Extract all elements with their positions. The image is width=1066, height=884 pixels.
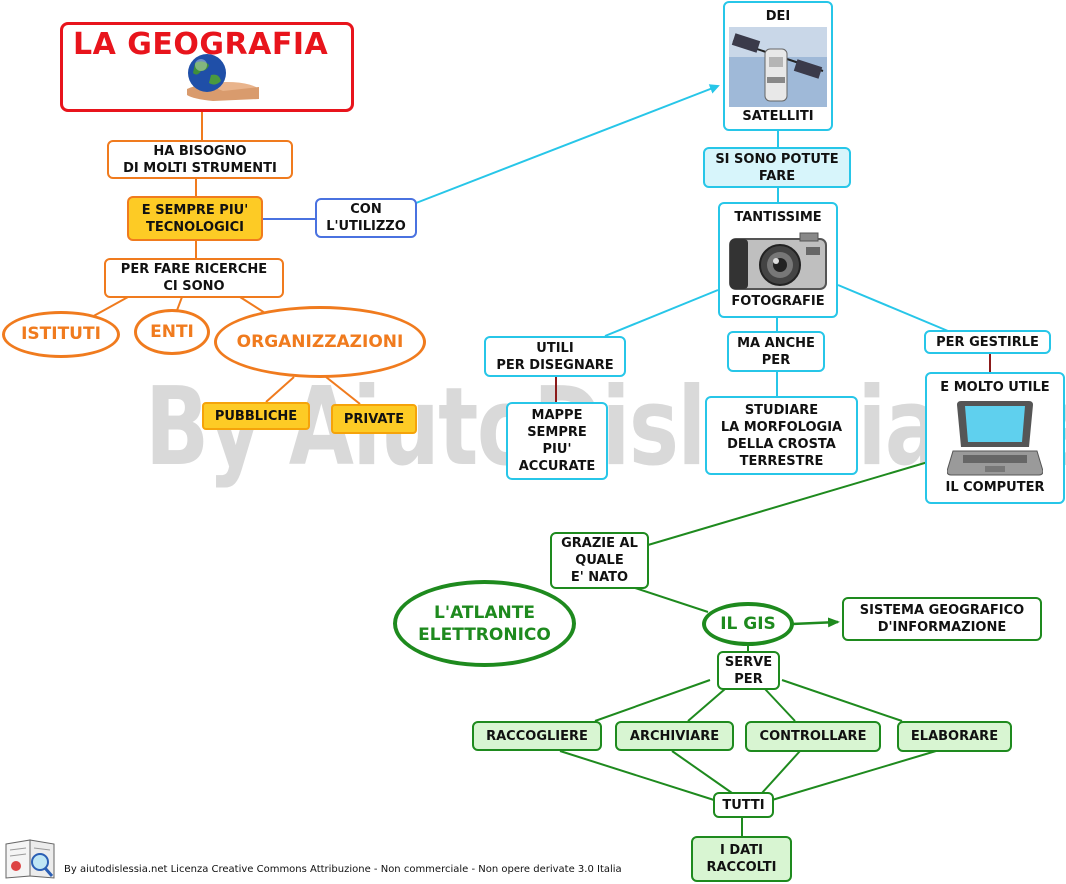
node-satelliti: DEI SATELLITI: [723, 1, 833, 131]
node-atlante-elettronico: L'ATLANTE ELETTRONICO: [393, 580, 576, 667]
node-raccogliere-label: RACCOGLIERE: [486, 728, 588, 744]
node-si-sono-potute-label: SI SONO POTUTE FARE: [715, 151, 839, 184]
node-per-fare-ricerche: PER FARE RICERCHE CI SONO: [104, 258, 284, 298]
node-sempre-tecnologici-label: E SEMPRE PIU' TECNOLOGICI: [141, 202, 249, 235]
node-il-gis: IL GIS: [702, 602, 794, 646]
node-tantissime-label: TANTISSIME: [734, 210, 822, 225]
link-organizzazioni-to-private: [325, 376, 361, 405]
node-elaborare: ELABORARE: [897, 721, 1012, 752]
node-enti: ENTI: [134, 309, 210, 355]
link-fotografie-to-per-gestirle: [837, 284, 949, 332]
link-raccogliere-to-tutti: [559, 750, 715, 801]
node-e-molto-utile-label: E MOLTO UTILE: [940, 380, 1050, 395]
title-box: LA GEOGRAFIA: [60, 22, 354, 112]
node-mappe-accurate: MAPPE SEMPRE PIU' ACCURATE: [506, 402, 608, 480]
node-enti-label: ENTI: [150, 321, 194, 342]
link-elaborare-to-tutti: [771, 750, 937, 801]
node-controllare: CONTROLLARE: [745, 721, 881, 752]
link-per-fare-to-istituti: [89, 296, 129, 319]
node-fotografie-label: FOTOGRAFIE: [731, 294, 825, 309]
node-il-gis-label: IL GIS: [720, 614, 776, 634]
node-sempre-tecnologici: E SEMPRE PIU' TECNOLOGICI: [127, 196, 263, 241]
node-utili-disegnare: UTILI PER DISEGNARE: [484, 336, 626, 377]
node-private-label: PRIVATE: [343, 411, 405, 427]
node-il-computer-label: IL COMPUTER: [945, 480, 1045, 495]
license-footer: By aiutodislessia.net Licenza Creative C…: [64, 864, 622, 875]
link-serve-to-archiviare: [687, 688, 726, 722]
node-pubbliche-label: PUBBLICHE: [214, 408, 298, 424]
node-istituti: ISTITUTI: [2, 311, 120, 358]
node-per-gestirle-label: PER GESTIRLE: [936, 334, 1039, 350]
node-serve-per: SERVE PER: [717, 651, 780, 690]
node-ma-anche-per: MA ANCHE PER: [727, 331, 825, 372]
node-sistema-geografico-label: SISTEMA GEOGRAFICO D'INFORMAZIONE: [859, 603, 1025, 635]
link-con-utilizzo-to-satelliti: [415, 84, 720, 204]
node-archiviare-label: ARCHIVIARE: [629, 728, 720, 744]
node-private: PRIVATE: [331, 404, 417, 434]
link-gis-to-sistema: [791, 617, 840, 628]
node-studiare-morfologia: STUDIARE LA MORFOLOGIA DELLA CROSTA TERR…: [705, 396, 858, 475]
node-per-fare-ricerche-label: PER FARE RICERCHE CI SONO: [120, 262, 268, 294]
book-magnifier-icon: [5, 839, 55, 879]
node-mappe-accurate-label: MAPPE SEMPRE PIU' ACCURATE: [518, 408, 596, 474]
node-tutti-label: TUTTI: [722, 797, 765, 813]
node-fotografie: TANTISSIME FOTOGRAFIE: [718, 202, 838, 318]
link-organizzazioni-to-pubbliche: [265, 376, 295, 403]
node-computer: E MOLTO UTILE IL COMPUTER: [925, 372, 1065, 504]
node-istituti-label: ISTITUTI: [21, 324, 101, 344]
node-organizzazioni-label: ORGANIZZAZIONI: [236, 331, 404, 352]
node-controllare-label: CONTROLLARE: [759, 729, 867, 744]
node-per-gestirle: PER GESTIRLE: [924, 330, 1051, 354]
node-i-dati-raccolti: I DATI RACCOLTI: [691, 836, 792, 882]
node-si-sono-potute: SI SONO POTUTE FARE: [703, 147, 851, 188]
node-ma-anche-per-label: MA ANCHE PER: [737, 335, 815, 368]
node-serve-per-label: SERVE PER: [724, 654, 773, 687]
node-atlante-elettronico-label: L'ATLANTE ELETTRONICO: [418, 602, 551, 645]
node-grazie-al-quale-label: GRAZIE AL QUALE E' NATO: [561, 536, 638, 585]
node-tutti: TUTTI: [713, 792, 774, 818]
node-sistema-geografico: SISTEMA GEOGRAFICO D'INFORMAZIONE: [842, 597, 1042, 641]
node-pubbliche: PUBBLICHE: [202, 402, 310, 430]
node-raccogliere: RACCOGLIERE: [472, 721, 602, 751]
node-utili-disegnare-label: UTILI PER DISEGNARE: [496, 340, 614, 373]
link-computer-to-grazie: [647, 461, 929, 546]
node-elaborare-label: ELABORARE: [910, 729, 999, 744]
node-grazie-al-quale: GRAZIE AL QUALE E' NATO: [550, 532, 649, 589]
satellite-icon: [729, 26, 827, 107]
link-archiviare-to-tutti: [671, 750, 733, 794]
node-con-utilizzo: CON L'UTILIZZO: [315, 198, 417, 238]
link-serve-to-controllare: [764, 688, 796, 722]
globe-in-hand-icon: [187, 54, 259, 101]
node-con-utilizzo-label: CON L'UTILIZZO: [326, 202, 406, 234]
link-serve-to-raccogliere: [594, 679, 711, 722]
node-archiviare: ARCHIVIARE: [615, 721, 734, 751]
link-per-fare-to-organizzazioni: [239, 296, 266, 314]
link-fotografie-to-utili: [604, 289, 719, 337]
node-ha-bisogno-label: HA BISOGNO DI MOLTI STRUMENTI: [123, 143, 277, 176]
link-controllare-to-tutti: [761, 750, 801, 794]
node-satelliti-label: SATELLITI: [742, 109, 814, 124]
camera-icon: [729, 232, 827, 290]
link-serve-to-elaborare: [781, 679, 903, 722]
laptop-icon: [947, 400, 1043, 475]
node-studiare-morfologia-label: STUDIARE LA MORFOLOGIA DELLA CROSTA TERR…: [720, 402, 843, 469]
node-organizzazioni: ORGANIZZAZIONI: [214, 306, 426, 378]
node-ha-bisogno: HA BISOGNO DI MOLTI STRUMENTI: [107, 140, 293, 179]
node-dei-label: DEI: [765, 9, 791, 24]
node-i-dati-raccolti-label: I DATI RACCOLTI: [706, 843, 777, 875]
